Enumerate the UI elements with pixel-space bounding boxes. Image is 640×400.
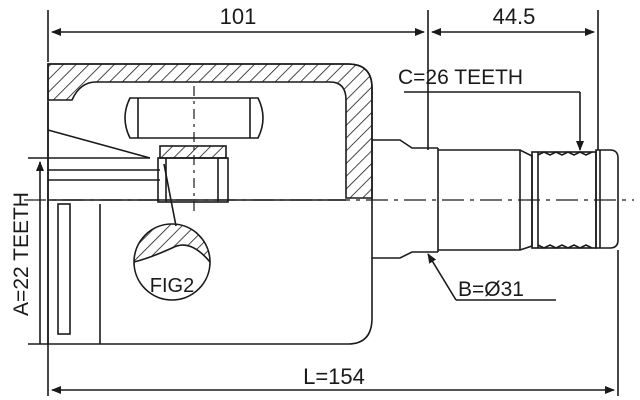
housing-body [47,63,373,345]
leader-b-diameter [427,253,556,301]
dimension-101 [47,10,429,150]
label-a-teeth: A=22 TEETH [10,192,33,316]
spline-end [531,149,619,249]
label-c-teeth: C=26 TEETH [398,66,523,89]
inner-roller [124,97,264,203]
label-44-5: 44.5 [493,4,536,29]
dimension-44-5 [431,10,599,150]
leader-c-teeth [404,91,584,151]
label-total-length: L=154 [303,364,365,389]
fig2-detail [133,163,211,301]
label-b-diameter: B=Ø31 [458,278,524,301]
shaft-neck [372,139,439,259]
label-fig2: FIG2 [150,275,194,297]
dimension-a-teeth [28,157,150,345]
linework [24,10,634,396]
label-101: 101 [220,4,257,29]
dimension-total-length [47,250,619,396]
